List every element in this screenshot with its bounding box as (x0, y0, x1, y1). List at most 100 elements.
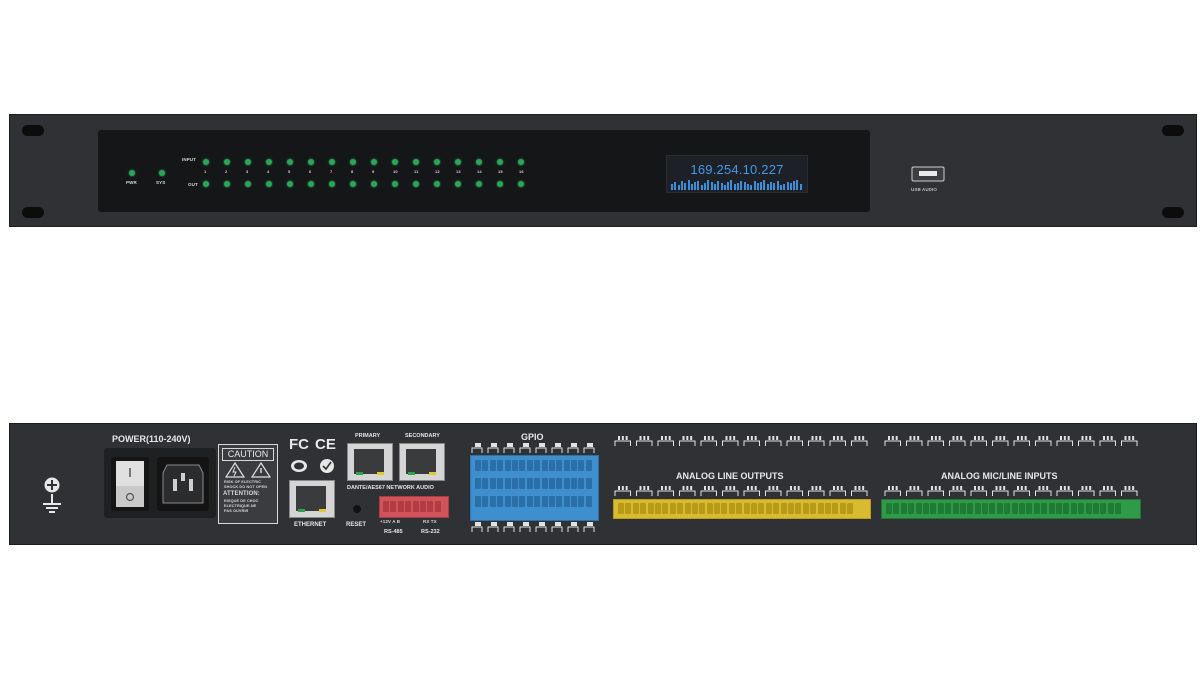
channel-number: 10 (393, 169, 398, 174)
pin-mark (664, 486, 667, 490)
rack-ear-hole (22, 207, 44, 218)
terminal-pin (526, 478, 533, 489)
input-led-4 (266, 159, 272, 165)
pin-mark (491, 443, 493, 447)
terminal-pin (489, 460, 496, 471)
terminal-pin (706, 503, 713, 514)
output-led-10 (392, 181, 398, 187)
pin-mark (750, 436, 753, 440)
input-led-13 (455, 159, 461, 165)
pin-mark (495, 443, 497, 447)
meter-bar (776, 181, 779, 190)
terminal-pin (758, 503, 765, 514)
terminal-pin (618, 503, 624, 514)
usb-port-icon[interactable] (910, 166, 946, 186)
channel-bracket (992, 490, 1009, 496)
channel-bracket (487, 447, 499, 453)
output-led-14 (476, 181, 482, 187)
ethernet-port[interactable] (289, 480, 335, 518)
iec-power-inlet[interactable] (157, 457, 209, 511)
terminal-pin (1092, 503, 1099, 514)
pin-mark (625, 436, 628, 440)
channel-bracket (679, 440, 696, 446)
pin-mark (589, 522, 591, 526)
meter-bar (720, 183, 723, 190)
pin-mark (1038, 436, 1041, 440)
reset-button[interactable] (353, 505, 361, 513)
channel-bracket (636, 440, 653, 446)
pin-mark (1020, 436, 1023, 440)
meter-bar (763, 180, 766, 190)
input-channel-marks (884, 436, 1138, 446)
channel-bracket (970, 440, 987, 446)
output-led-7 (329, 181, 335, 187)
meter-bar (756, 183, 759, 190)
pin-mark (539, 443, 541, 447)
terminal-pin (556, 478, 563, 489)
terminal-pin (434, 501, 441, 512)
channel-bracket (743, 440, 760, 446)
terminal-pin (541, 460, 548, 471)
pin-mark (690, 436, 693, 440)
pin-mark (587, 443, 589, 447)
pin-mark (1020, 486, 1023, 490)
rs-terminal-block[interactable] (379, 496, 449, 518)
pin-mark (1046, 436, 1049, 440)
channel-bracket (1035, 490, 1052, 496)
meter-bar (694, 182, 697, 190)
channel-bracket (786, 490, 803, 496)
power-switch[interactable] (111, 457, 149, 511)
ground-icon[interactable] (40, 476, 64, 518)
pin-mark (668, 486, 671, 490)
channel-bracket (1013, 490, 1030, 496)
pin-mark (477, 443, 479, 447)
channel-bracket (679, 490, 696, 496)
terminal-pin (908, 503, 915, 514)
pin-mark (639, 436, 642, 440)
pin-mark (895, 486, 898, 490)
terminal-pin (1019, 503, 1026, 514)
pin-mark (493, 443, 495, 447)
terminal-pin (519, 460, 526, 471)
pin-mark (999, 486, 1002, 490)
channel-bracket (519, 526, 531, 532)
pin-mark (1085, 436, 1088, 440)
pin-mark (625, 486, 628, 490)
dante-secondary-port[interactable] (399, 443, 445, 481)
channel-bracket (765, 440, 782, 446)
channel-bracket (884, 490, 901, 496)
terminal-pin (900, 503, 907, 514)
channel-bracket (583, 526, 595, 532)
pin-mark (1003, 486, 1006, 490)
channel-bracket (535, 526, 547, 532)
pin-mark (686, 486, 689, 490)
terminal-pin (1115, 503, 1122, 514)
channel-bracket (583, 447, 595, 453)
gpio-terminal-block[interactable] (470, 455, 599, 521)
terminal-pin (824, 503, 831, 514)
pin-mark (1046, 486, 1049, 490)
meter-bar (746, 184, 749, 190)
pin-mark (790, 436, 792, 440)
pin-mark (931, 436, 933, 440)
output-led-3 (245, 181, 251, 187)
meter-bar (687, 180, 690, 190)
analog-input-terminal-block[interactable] (881, 499, 1141, 519)
sys-led (159, 170, 165, 176)
channel-bracket (614, 440, 631, 446)
pin-mark (1124, 486, 1127, 490)
channel-bracket (906, 440, 923, 446)
pin-mark (1067, 486, 1070, 490)
terminal-pin (526, 460, 533, 471)
analog-output-terminal-block[interactable] (613, 499, 871, 519)
rear-panel: POWER(110-240V) CAUTION RISK OF ELECTRIC… (9, 423, 1197, 545)
channel-number: 2 (225, 169, 228, 174)
pin-mark (690, 486, 693, 490)
terminal-pin (1033, 503, 1040, 514)
terminal-pin (915, 503, 922, 514)
terminal-pin (556, 496, 563, 507)
terminal-pin (475, 496, 481, 507)
terminal-pin (787, 503, 794, 514)
output-led-16 (518, 181, 524, 187)
dante-primary-port[interactable] (347, 443, 393, 481)
